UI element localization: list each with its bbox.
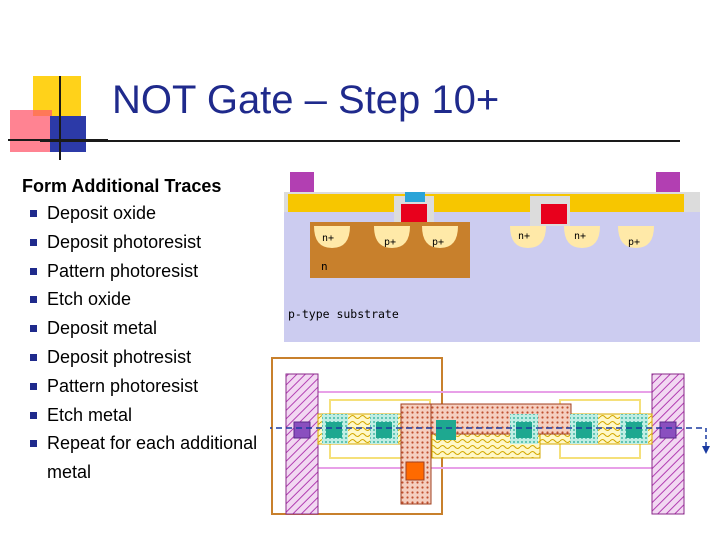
label-p-plus: p+ (384, 237, 396, 248)
layout-view (270, 352, 710, 520)
diffusion-region (314, 226, 350, 248)
bullet-icon (30, 353, 37, 361)
contact-cut (626, 422, 642, 438)
list-item: Deposit photresist (22, 343, 272, 372)
metal2-rail (651, 373, 685, 515)
via-plug (405, 192, 425, 202)
metal1-layer (288, 194, 684, 212)
bullet-icon (30, 382, 37, 390)
polysilicon-gate (401, 204, 427, 224)
diffusion-region (564, 226, 600, 248)
list-item: Pattern photoresist (22, 372, 272, 401)
bullet-icon (30, 440, 37, 448)
contact-cut (576, 422, 592, 438)
not-gate-diagram: n+ p+ p+ n+ n+ p+ n p-type substrate (270, 172, 710, 520)
diffusion-region (618, 226, 654, 248)
decorative-logo (8, 76, 108, 160)
contact-cut (376, 422, 392, 438)
bullet-icon (30, 238, 37, 246)
list-item: Pattern photoresist (22, 257, 272, 286)
via-square (659, 421, 677, 439)
label-p-plus: p+ (432, 237, 444, 248)
diffusion-region (374, 226, 410, 248)
polysilicon-gate (541, 204, 567, 224)
slide-content: Form Additional Traces Deposit oxide Dep… (22, 176, 272, 487)
bullet-icon (30, 296, 37, 304)
list-item: Etch metal (22, 401, 272, 430)
diffusion-region (510, 226, 546, 248)
contact-cut (516, 422, 532, 438)
bullet-icon (30, 411, 37, 419)
list-item: Deposit oxide (22, 199, 272, 228)
list-item: Deposit photoresist (22, 228, 272, 257)
label-n-plus: n+ (518, 231, 530, 242)
bullet-icon (30, 325, 37, 333)
metal2-stub (290, 172, 314, 192)
bullet-icon (30, 267, 37, 275)
list-item: Repeat for each additional metal (22, 429, 272, 487)
content-heading: Form Additional Traces (22, 176, 222, 196)
list-item: Deposit metal (22, 314, 272, 343)
via-square (293, 421, 311, 439)
label-n-plus: n+ (574, 231, 586, 242)
contact-cut (436, 420, 456, 440)
label-substrate: p-type substrate (288, 307, 399, 321)
diffusion-region (422, 226, 458, 248)
metal2-rail (285, 373, 319, 515)
slide-title: NOT Gate – Step 10+ (112, 78, 500, 122)
step-list: Deposit oxide Deposit photoresist Patter… (22, 199, 272, 487)
bullet-icon (30, 210, 37, 217)
contact-cut (326, 422, 342, 438)
title-divider (40, 140, 680, 142)
cross-section: n+ p+ p+ n+ n+ p+ n p-type substrate (284, 172, 700, 342)
poly-contact (405, 461, 425, 481)
list-item: Etch oxide (22, 285, 272, 314)
label-n-plus: n+ (322, 233, 334, 244)
polysilicon-line (400, 403, 432, 505)
metal2-stub (656, 172, 680, 192)
label-n-well: n (321, 260, 328, 273)
arrow-down-icon (702, 446, 710, 454)
label-p-plus: p+ (628, 237, 640, 248)
